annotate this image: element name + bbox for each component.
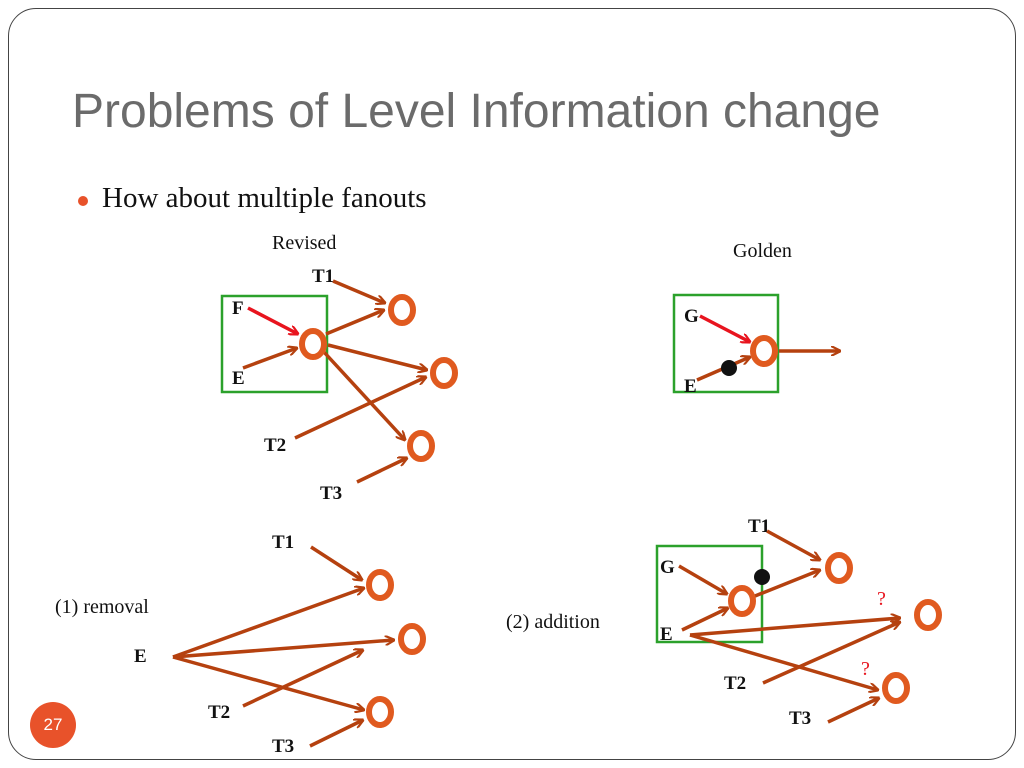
addition-wire-out — [754, 570, 820, 598]
golden-label-g: G — [684, 306, 699, 327]
revised-gate-main — [299, 328, 327, 360]
revised-gate-t3 — [407, 430, 435, 462]
revised-wire-e — [242, 348, 297, 370]
addition-wire-g — [678, 564, 727, 594]
addition-wire-e-1 — [689, 618, 900, 637]
removal-wire-e-1 — [172, 588, 364, 659]
bullet-text: How about multiple fanouts — [102, 182, 427, 214]
golden-section: Golden G E — [672, 240, 840, 397]
golden-gate-main — [750, 335, 778, 367]
removal-label-e: E — [134, 646, 147, 667]
golden-box — [672, 293, 780, 394]
removal-gate-t1 — [366, 569, 394, 601]
revised-wire-t3 — [356, 458, 407, 484]
addition-gate-t3 — [882, 672, 910, 704]
bullet-dot — [78, 196, 88, 206]
golden-caption: Golden — [733, 240, 792, 262]
revised-label-t3: T3 — [320, 483, 342, 504]
revised-wire-f — [247, 306, 298, 334]
revised-wire-out-t1 — [325, 310, 384, 336]
addition-section: (2) addition T1 G E T2 T3 ? ? — [506, 516, 942, 729]
addition-caption: (2) addition — [506, 611, 600, 633]
revised-gate-t2 — [430, 357, 458, 389]
addition-question-2: ? — [861, 658, 870, 680]
revised-label-t2: T2 — [264, 435, 286, 456]
removal-label-t2: T2 — [208, 702, 230, 723]
removal-wire-t1 — [310, 545, 362, 580]
addition-gate-t1 — [825, 552, 853, 584]
addition-label-g: G — [660, 557, 675, 578]
revised-wire-t1 — [332, 279, 385, 303]
addition-label-e: E — [660, 624, 673, 645]
addition-wire-t2 — [762, 622, 900, 685]
addition-label-t1: T1 — [748, 516, 770, 537]
revised-wire-out-t3 — [321, 349, 405, 440]
slide-frame — [8, 8, 1016, 760]
revised-caption: Revised — [272, 232, 336, 254]
removal-wire-e-3 — [172, 655, 364, 710]
revised-section: Revised T1 F E T2 T3 — [220, 232, 458, 504]
addition-wire-e-2 — [689, 633, 878, 690]
removal-caption: (1) removal — [55, 596, 149, 618]
removal-gate-t3 — [366, 696, 394, 728]
revised-label-e: E — [232, 368, 245, 389]
addition-wire-t1 — [766, 529, 820, 560]
addition-dot — [754, 569, 770, 585]
removal-wire-t3 — [309, 720, 363, 748]
addition-label-t2: T2 — [724, 673, 746, 694]
revised-gate-t1 — [388, 294, 416, 326]
removal-section: (1) removal T1 E T2 T3 — [55, 532, 426, 757]
revised-wire-t2 — [294, 377, 426, 440]
removal-gate-t2 — [398, 623, 426, 655]
removal-label-t1: T1 — [272, 532, 294, 553]
page-number-badge: 27 — [30, 702, 76, 748]
revised-label-t1: T1 — [312, 266, 334, 287]
removal-label-t3: T3 — [272, 736, 294, 757]
addition-gate-t2 — [914, 599, 942, 631]
golden-label-e: E — [684, 376, 697, 397]
revised-wire-out-t2 — [327, 343, 427, 370]
golden-wire-g — [699, 314, 750, 342]
addition-gate-main — [728, 585, 756, 617]
golden-removal-dot — [721, 360, 737, 376]
addition-label-t3: T3 — [789, 708, 811, 729]
removal-wire-t2 — [242, 650, 363, 708]
addition-wire-e-gate — [681, 608, 728, 632]
addition-wire-t3 — [827, 698, 879, 724]
slide-title: Problems of Level Information change — [72, 85, 881, 138]
removal-wire-e-2 — [172, 640, 394, 659]
addition-question-1: ? — [877, 588, 886, 610]
revised-label-f: F — [232, 298, 244, 319]
